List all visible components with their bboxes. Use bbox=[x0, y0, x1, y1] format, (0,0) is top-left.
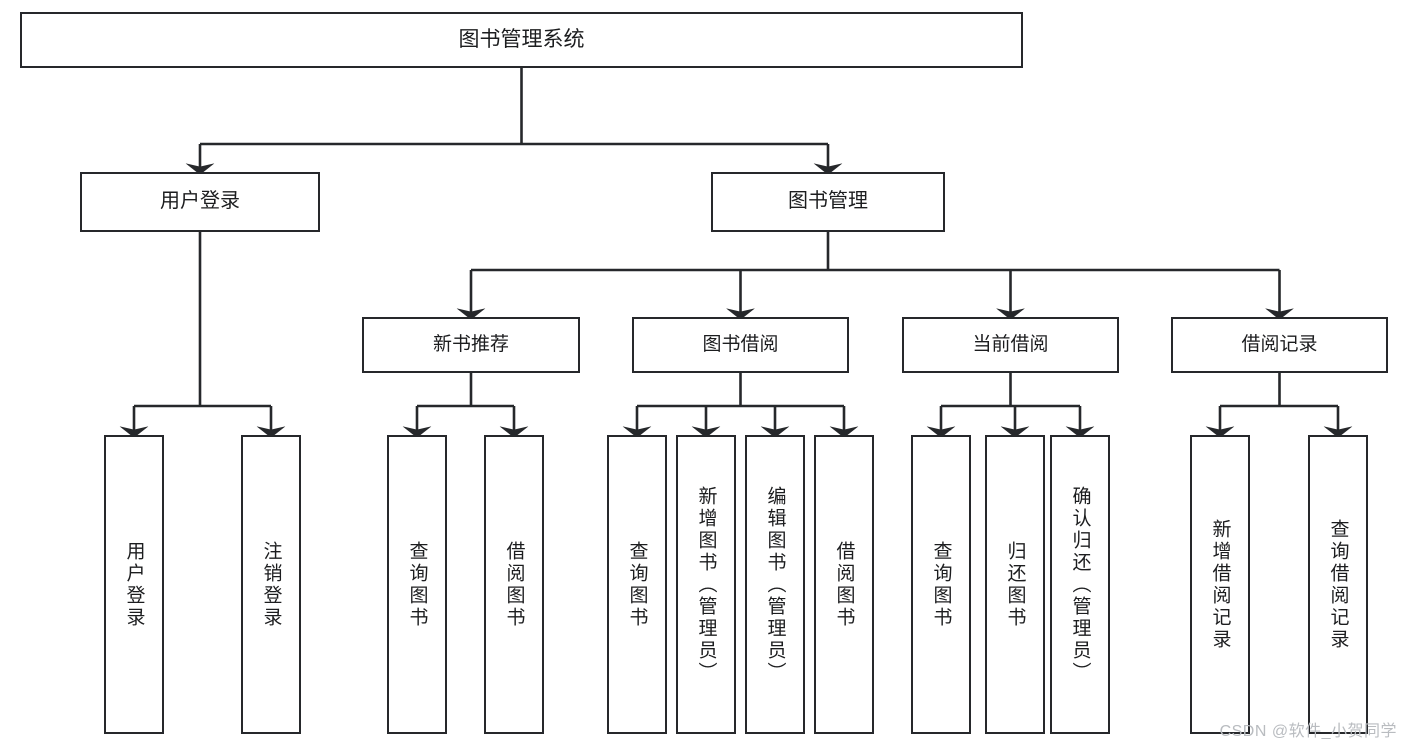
node-leaf-1-注销登录[interactable]: 注销登录 bbox=[241, 435, 301, 734]
node-leaf-3-借阅图书[interactable]: 借阅图书 bbox=[484, 435, 544, 734]
node-root-图书管理系统-label: 图书管理系统 bbox=[458, 27, 585, 51]
node-leaf-4-查询图书[interactable]: 查询图书 bbox=[607, 435, 667, 734]
node-leaf-3-借阅图书-label: 借阅图书 bbox=[503, 540, 525, 629]
node-level2-图书管理[interactable]: 图书管理 bbox=[711, 172, 945, 232]
node-level3-借阅记录[interactable]: 借阅记录 bbox=[1171, 317, 1388, 373]
node-leaf-10-确认归还（管理员）[interactable]: 确认归还（管理员） bbox=[1050, 435, 1110, 734]
node-level2-图书管理-label: 图书管理 bbox=[788, 190, 868, 213]
node-leaf-2-查询图书-label: 查询图书 bbox=[406, 540, 428, 629]
node-level3-借阅记录-label: 借阅记录 bbox=[1241, 333, 1318, 355]
node-leaf-12-查询借阅记录-label: 查询借阅记录 bbox=[1327, 518, 1349, 651]
node-leaf-11-新增借阅记录-label: 新增借阅记录 bbox=[1209, 518, 1231, 651]
node-level3-图书借阅-label: 图书借阅 bbox=[702, 333, 779, 355]
node-leaf-2-查询图书[interactable]: 查询图书 bbox=[387, 435, 447, 734]
node-leaf-0-用户登录-label: 用户登录 bbox=[123, 540, 145, 629]
node-leaf-8-查询图书-label: 查询图书 bbox=[930, 540, 952, 629]
node-level2-用户登录[interactable]: 用户登录 bbox=[80, 172, 320, 232]
watermark-text: CSDN @软件_小贺同学 bbox=[1219, 723, 1397, 740]
node-leaf-7-借阅图书[interactable]: 借阅图书 bbox=[814, 435, 874, 734]
node-leaf-11-新增借阅记录[interactable]: 新增借阅记录 bbox=[1190, 435, 1250, 734]
node-level3-图书借阅[interactable]: 图书借阅 bbox=[632, 317, 849, 373]
node-leaf-12-查询借阅记录[interactable]: 查询借阅记录 bbox=[1308, 435, 1368, 734]
node-leaf-5-新增图书（管理员）[interactable]: 新增图书（管理员） bbox=[676, 435, 736, 734]
node-leaf-5-新增图书（管理员）-label: 新增图书（管理员） bbox=[695, 485, 717, 684]
node-leaf-6-编辑图书（管理员）-label: 编辑图书（管理员） bbox=[764, 485, 786, 684]
node-leaf-7-借阅图书-label: 借阅图书 bbox=[833, 540, 855, 629]
node-leaf-9-归还图书-label: 归还图书 bbox=[1004, 540, 1026, 629]
node-level2-用户登录-label: 用户登录 bbox=[160, 190, 240, 213]
node-leaf-9-归还图书[interactable]: 归还图书 bbox=[985, 435, 1045, 734]
node-level3-新书推荐-label: 新书推荐 bbox=[432, 333, 509, 355]
node-leaf-4-查询图书-label: 查询图书 bbox=[626, 540, 648, 629]
node-leaf-1-注销登录-label: 注销登录 bbox=[260, 540, 282, 629]
node-level3-新书推荐[interactable]: 新书推荐 bbox=[362, 317, 580, 373]
node-leaf-6-编辑图书（管理员）[interactable]: 编辑图书（管理员） bbox=[745, 435, 805, 734]
node-level3-当前借阅-label: 当前借阅 bbox=[972, 333, 1049, 355]
node-root-图书管理系统[interactable]: 图书管理系统 bbox=[20, 12, 1023, 68]
node-level3-当前借阅[interactable]: 当前借阅 bbox=[902, 317, 1119, 373]
node-leaf-8-查询图书[interactable]: 查询图书 bbox=[911, 435, 971, 734]
node-leaf-10-确认归还（管理员）-label: 确认归还（管理员） bbox=[1069, 485, 1091, 684]
node-leaf-0-用户登录[interactable]: 用户登录 bbox=[104, 435, 164, 734]
